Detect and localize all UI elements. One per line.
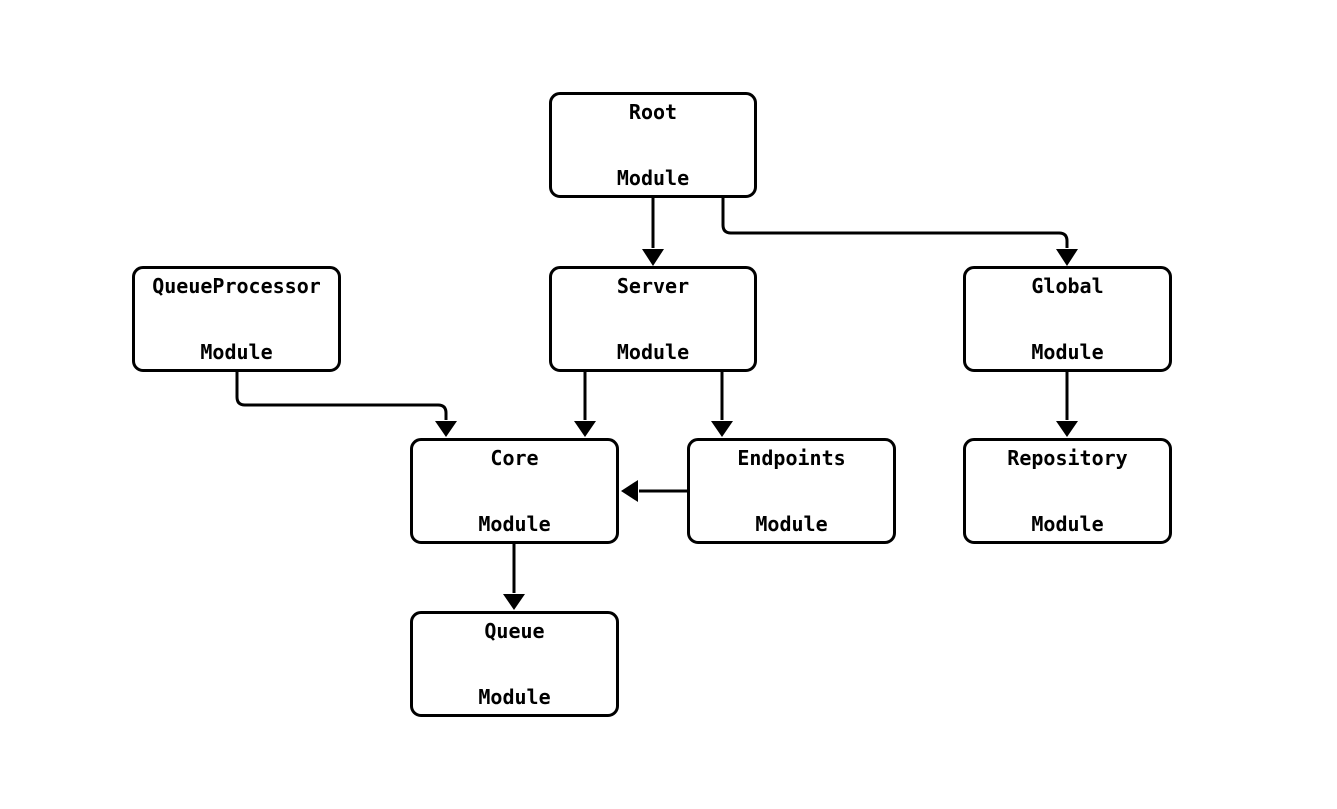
node-queue-module: Queue Module — [410, 611, 619, 717]
edge-queueprocessor-to-core — [235, 372, 448, 420]
node-core-module-label: Core Module — [478, 403, 550, 579]
node-repository-module-label: Repository Module — [1007, 403, 1127, 579]
node-label-line: Server — [616, 274, 690, 298]
node-root-module-label: Root Module — [617, 57, 689, 233]
node-label-line: QueueProcessor — [152, 274, 321, 298]
node-server-module-label: Server Module — [617, 231, 689, 407]
edge-root-to-global-arrowhead-icon — [1056, 249, 1078, 266]
node-label-line: Module — [478, 512, 551, 536]
node-root-module: Root Module — [549, 92, 757, 198]
node-core-module: Core Module — [410, 438, 619, 544]
node-server-module: Server Module — [549, 266, 757, 372]
node-endpoints-module: Endpoints Module — [687, 438, 896, 544]
node-label-line: Module — [755, 512, 828, 536]
node-label-line: Module — [200, 340, 273, 364]
edge-root-to-global — [721, 198, 1069, 248]
node-endpoints-module-label: Endpoints Module — [737, 403, 845, 579]
edge-global-to-repository-arrowhead-icon — [1056, 421, 1078, 437]
node-label-line: Module — [616, 166, 690, 190]
node-label-line: Module — [1031, 340, 1104, 364]
node-label-line: Endpoints — [737, 446, 846, 470]
node-label-line: Global — [1031, 274, 1104, 298]
edge-server-to-endpoints-arrowhead-icon — [711, 421, 733, 437]
node-queue-module-label: Queue Module — [478, 576, 550, 752]
edge-core-to-queue-arrowhead-icon — [503, 594, 525, 610]
node-global-module: Global Module — [963, 266, 1172, 372]
node-label-line: Root — [628, 100, 678, 124]
edge-queueprocessor-to-core-arrowhead-icon — [435, 421, 457, 437]
node-label-line: Module — [1031, 512, 1104, 536]
node-label-line: Core — [490, 446, 539, 470]
node-global-module-label: Global Module — [1031, 231, 1103, 407]
node-label-line: Module — [478, 685, 551, 709]
node-label-line: Queue — [484, 619, 545, 643]
node-queueprocessor-module: QueueProcessor Module — [132, 266, 341, 372]
node-queueprocessor-module-label: QueueProcessor Module — [152, 231, 321, 407]
edge-root-to-server-arrowhead-icon — [642, 249, 664, 266]
node-label-line: Repository — [1007, 446, 1128, 470]
edge-endpoints-to-core-arrowhead-icon — [621, 480, 638, 502]
node-label-line: Module — [616, 340, 690, 364]
node-repository-module: Repository Module — [963, 438, 1172, 544]
edge-server-to-core-arrowhead-icon — [574, 421, 596, 437]
